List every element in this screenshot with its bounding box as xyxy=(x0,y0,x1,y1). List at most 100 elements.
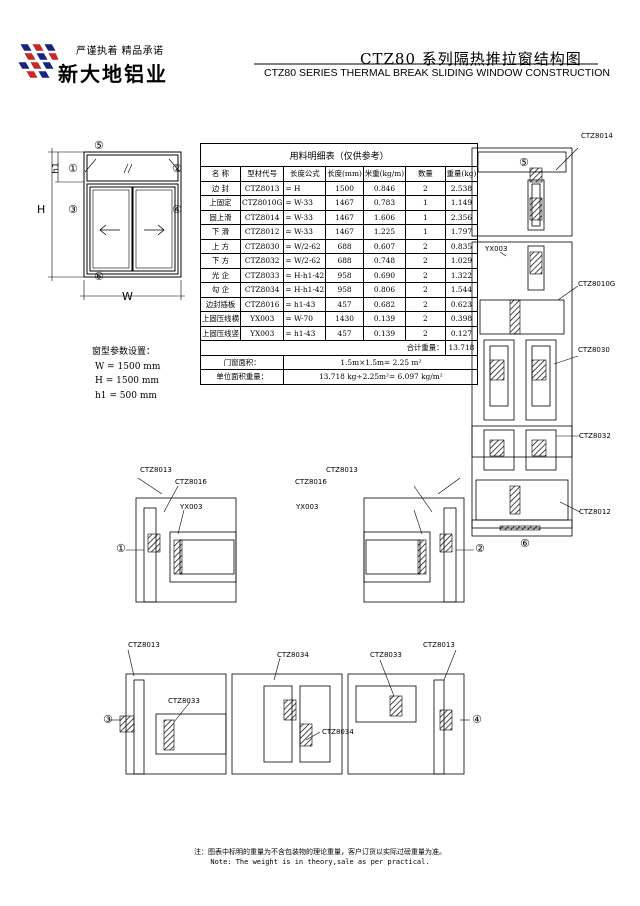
bom-cell: 上 方 xyxy=(200,238,241,254)
bom-cell: CTZ8032 xyxy=(239,253,285,269)
bom-cell: = W-70 xyxy=(283,311,327,327)
area-value: 1.5m×1.5m= 2.25 m² xyxy=(283,354,479,370)
param-h: H = 1500 mm xyxy=(95,376,159,386)
code-ctz8032: CTZ8032 xyxy=(579,432,611,440)
bom-unit-row: 单位面积重量： 13.718 kg÷2.25m²= 6.097 kg/m² xyxy=(199,369,479,385)
bom-cell: = H xyxy=(283,180,327,196)
code-ctz8013-a: CTZ8013 xyxy=(140,466,172,474)
code-ctz8030: CTZ8030 xyxy=(578,346,610,354)
footer-note-en: Note: The weight is in theory,sale as pe… xyxy=(210,858,430,866)
bom-cell: 2 xyxy=(405,238,446,254)
bom-cell: 958 xyxy=(325,282,364,298)
bom-cell: = H-h1-42 xyxy=(283,267,327,283)
dim-label-h1: h1 xyxy=(51,162,62,174)
callout-3-section: ③ xyxy=(103,713,113,726)
bom-cell: 2.356 xyxy=(444,209,479,225)
callout-1-section: ① xyxy=(116,542,126,555)
bom-cell: = H-h1-42 xyxy=(283,282,327,298)
bom-cell: YX003 xyxy=(239,311,285,327)
code-ctz8014: CTZ8014 xyxy=(581,132,613,140)
bom-total-row: 合计重量： 13.718 xyxy=(199,340,479,356)
bom-cell: 688 xyxy=(325,238,364,254)
bom-cell: 0.607 xyxy=(362,238,407,254)
bom-cell: 1.225 xyxy=(362,224,407,240)
bom-cell: 边封插板 xyxy=(200,296,241,312)
dim-label-h: H xyxy=(37,203,46,216)
callout-3: ③ xyxy=(68,203,78,216)
bom-cell: 上固压线竖 xyxy=(200,325,241,341)
vertical-section-drawing xyxy=(471,147,581,537)
bom-cell: 2 xyxy=(405,180,446,196)
code-ctz8013-b: CTZ8013 xyxy=(326,466,358,474)
code-yx003-b: YX003 xyxy=(296,503,319,511)
bom-cell: 2 xyxy=(405,267,446,283)
bom-table: 用料明细表（仅供参考） 名 称 型材代号 长度公式 长度(mm) 米重(kg/m… xyxy=(199,143,479,385)
bom-cell: 2 xyxy=(405,325,446,341)
code-yx003-a: YX003 xyxy=(180,503,203,511)
unit-weight-value: 13.718 kg÷2.25m²= 6.097 kg/m² xyxy=(283,369,479,385)
bom-cell: CTZ8016 xyxy=(239,296,285,312)
bom-cell: 0.748 xyxy=(362,253,407,269)
bom-cell: = W/2-62 xyxy=(283,238,327,254)
bom-cell: 1500 xyxy=(325,180,364,196)
horizontal-section-upper xyxy=(126,477,474,603)
callout-5: ⑤ xyxy=(94,139,104,152)
bom-cell: 688 xyxy=(325,253,364,269)
bom-cell: 2 xyxy=(405,296,446,312)
bom-cell: = W-33 xyxy=(283,209,327,225)
bom-cell: CTZ8013 xyxy=(239,180,285,196)
bom-cell: 固上滑 xyxy=(200,209,241,225)
bom-cell: 边 封 xyxy=(200,180,241,196)
bom-cell: 上固定 xyxy=(200,195,241,211)
bom-cell: = W-33 xyxy=(283,195,327,211)
bom-cell: 2.538 xyxy=(444,180,479,196)
col-header: 数量 xyxy=(405,166,446,182)
bom-cell: 457 xyxy=(325,296,364,312)
bom-cell: 光 企 xyxy=(200,267,241,283)
bom-cell: 0.682 xyxy=(362,296,407,312)
company-logo xyxy=(17,43,60,79)
dim-label-w: W xyxy=(122,290,133,303)
bom-cell: 958 xyxy=(325,267,364,283)
bom-cell: = W-33 xyxy=(283,224,327,240)
code-ctz8033-b: CTZ8033 xyxy=(370,651,402,659)
callout-4-section: ④ xyxy=(472,713,482,726)
code-ctz8013-d: CTZ8013 xyxy=(423,641,455,649)
bom-cell: = W/2-62 xyxy=(283,253,327,269)
bom-cell: CTZ8034 xyxy=(239,282,285,298)
code-ctz8034-b: CTZ8034 xyxy=(322,728,354,736)
col-header: 长度(mm) xyxy=(325,166,364,182)
unit-weight-label: 单位面积重量： xyxy=(199,369,285,385)
code-ctz8034-a: CTZ8034 xyxy=(277,651,309,659)
bom-cell: 0.806 xyxy=(362,282,407,298)
company-name: 新大地铝业 xyxy=(58,62,168,86)
col-header: 米重(kg/m) xyxy=(362,166,407,182)
bom-cell: 1.149 xyxy=(444,195,479,211)
window-params: 窗型参数设置： W = 1500 mm H = 1500 mm h1 = 500… xyxy=(92,345,160,403)
bom-cell: 1467 xyxy=(325,195,364,211)
bom-cell: = h1-43 xyxy=(283,296,327,312)
param-h1: h1 = 500 mm xyxy=(95,390,157,401)
bom-cell: CTZ8014 xyxy=(239,209,285,225)
bom-cell: = h1-43 xyxy=(283,325,327,341)
bom-cell: 下 滑 xyxy=(200,224,241,240)
bom-cell: 1.544 xyxy=(444,282,479,298)
code-yx003-right: YX003 xyxy=(485,245,508,253)
bom-cell: 勾 企 xyxy=(200,282,241,298)
footer-note-cn: 注：图表中标明的重量为不含包装物的理论重量，客户订货以实际过磅重量为准。 xyxy=(194,848,446,856)
bom-cell: CTZ8012 xyxy=(239,224,285,240)
callout-2: ② xyxy=(172,162,182,175)
code-ctz8013-c: CTZ8013 xyxy=(128,641,160,649)
bom-cell: 1.797 xyxy=(444,224,479,240)
bom-cell: YX003 xyxy=(239,325,285,341)
callout-4: ④ xyxy=(172,203,182,216)
